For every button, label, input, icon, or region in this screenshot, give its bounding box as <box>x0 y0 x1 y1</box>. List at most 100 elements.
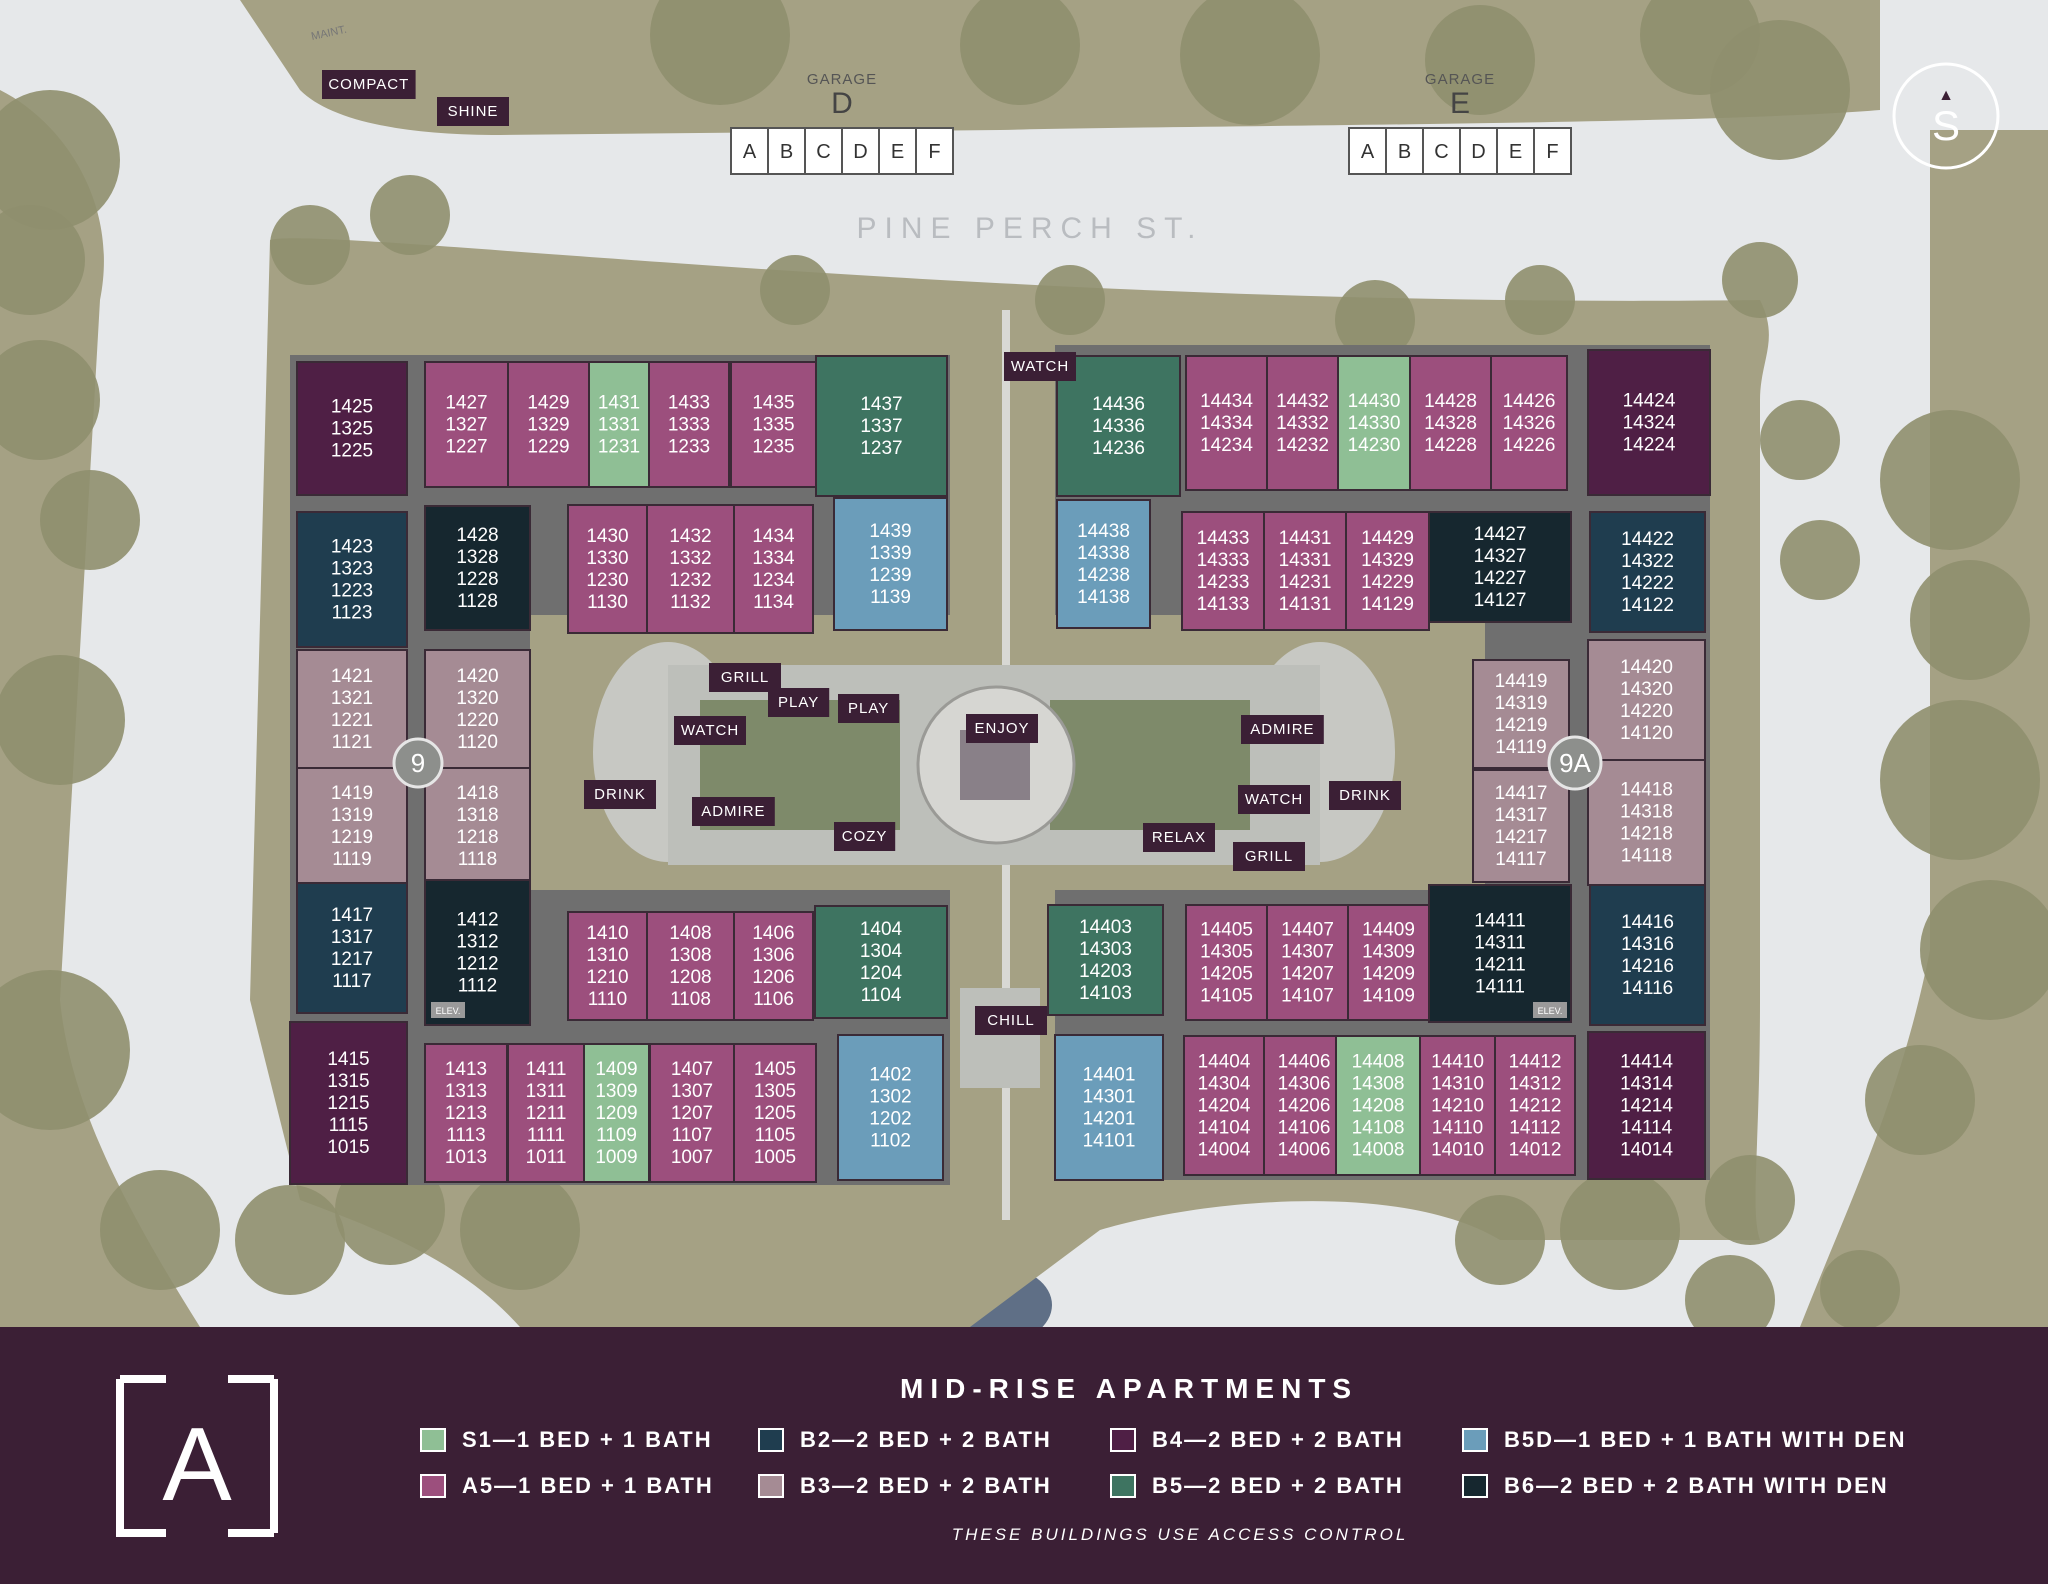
tree <box>1335 280 1415 360</box>
amenity-drink-label-text: DRINK <box>594 786 646 803</box>
unit-number: 14211 <box>1474 955 1525 976</box>
unit-rect <box>814 905 948 1019</box>
unit-number: 1432 <box>669 526 711 547</box>
unit-rect <box>1181 511 1265 631</box>
swatch <box>1462 1428 1488 1452</box>
tree <box>1760 400 1840 480</box>
unit-number: 14227 <box>1474 568 1527 589</box>
tree <box>0 340 100 460</box>
amenity-chill-label-bg <box>975 1006 1047 1035</box>
amenity-play-label-bg <box>768 688 830 717</box>
unit-number: 14417 <box>1495 783 1548 804</box>
unit-number: 14212 <box>1509 1096 1562 1117</box>
unit-number: 14214 <box>1620 1096 1673 1117</box>
amenity-grill-label-bg <box>709 663 781 692</box>
unit-rect <box>567 504 648 634</box>
unit-layer: 1425132512251427132712271429132912291431… <box>289 349 1711 1185</box>
unit-number: 1118 <box>458 849 497 870</box>
amenity-drink-label-bg <box>584 780 656 809</box>
tree <box>1780 520 1860 600</box>
unit-number: 14409 <box>1362 920 1415 941</box>
unit-number: 1319 <box>331 805 373 826</box>
unit-number: 14203 <box>1079 961 1132 982</box>
unit-number: 1408 <box>669 923 711 944</box>
amenity-relax-label-text: RELAX <box>1152 829 1206 846</box>
unit-number: 1415 <box>327 1049 369 1070</box>
swatch <box>420 1428 446 1452</box>
unit-rect <box>1337 355 1411 491</box>
amenity-grill-label-text: GRILL <box>721 669 769 686</box>
unit-number: 1423 <box>331 537 373 558</box>
unit-rect <box>833 497 948 631</box>
unit-rect <box>1409 355 1492 491</box>
unit-number: 14331 <box>1279 550 1332 571</box>
unit-number: 14308 <box>1352 1074 1405 1095</box>
unit-number: 1111 <box>527 1125 565 1146</box>
amenity-drink-label: DRINK <box>1329 781 1401 810</box>
tree <box>1560 1170 1680 1290</box>
unit-number: 1310 <box>586 945 628 966</box>
tree <box>460 1170 580 1290</box>
compass-ring <box>1892 62 2000 170</box>
garage-bay <box>1533 127 1572 175</box>
legend-label: B5D—1 BED + 1 BATH WITH DEN <box>1504 1427 1907 1452</box>
unit-number: 1130 <box>587 592 628 613</box>
unit-number: 1311 <box>526 1081 567 1102</box>
unit-number: 14118 <box>1621 846 1672 867</box>
unit-number: 1330 <box>586 548 628 569</box>
garage-bay <box>841 127 880 175</box>
unit-rect <box>296 767 408 885</box>
unit-number: 14131 <box>1279 594 1332 615</box>
garage-bay-letter: F <box>1546 141 1558 163</box>
unit-number: 1106 <box>753 989 794 1010</box>
unit-rect <box>1494 1035 1576 1176</box>
unit-number: 14205 <box>1200 964 1253 985</box>
amenity-play-label: PLAY <box>768 688 830 717</box>
unit-rect <box>1263 511 1347 631</box>
unit-number: 14004 <box>1198 1140 1251 1161</box>
unit-number: 1119 <box>332 849 371 870</box>
unit-rect <box>296 649 408 769</box>
tree <box>370 175 450 255</box>
unit-number: 14210 <box>1431 1096 1484 1117</box>
garage-bay <box>878 127 917 175</box>
unit-number: 14322 <box>1621 551 1674 572</box>
unit-number: 1113 <box>446 1125 485 1146</box>
unit-number: 1337 <box>860 416 902 437</box>
unit-number: 1208 <box>669 967 711 988</box>
compass-arrow-icon: ▲ <box>1938 87 1954 104</box>
tree <box>1910 560 2030 680</box>
unit-rect <box>1419 1035 1496 1176</box>
unit-number: 1325 <box>331 419 373 440</box>
elev-tag <box>431 1002 465 1018</box>
tree <box>1880 700 2040 860</box>
unit-number: 14228 <box>1424 435 1477 456</box>
unit-rect <box>1347 904 1430 1021</box>
unit-rect <box>424 505 531 631</box>
unit-number: 1112 <box>458 976 497 997</box>
unit-number: 14307 <box>1281 942 1334 963</box>
legend-item-b5d: B5D—1 BED + 1 BATH WITH DEN <box>1462 1427 1907 1453</box>
unit-number: 14117 <box>1495 849 1546 870</box>
tree <box>1920 880 2048 1020</box>
unit-rect <box>1490 355 1568 491</box>
unit-number: 1107 <box>672 1125 713 1146</box>
unit-rect <box>815 355 948 497</box>
unit-number: 1307 <box>671 1081 713 1102</box>
amenity-watch-label-bg <box>674 716 746 745</box>
